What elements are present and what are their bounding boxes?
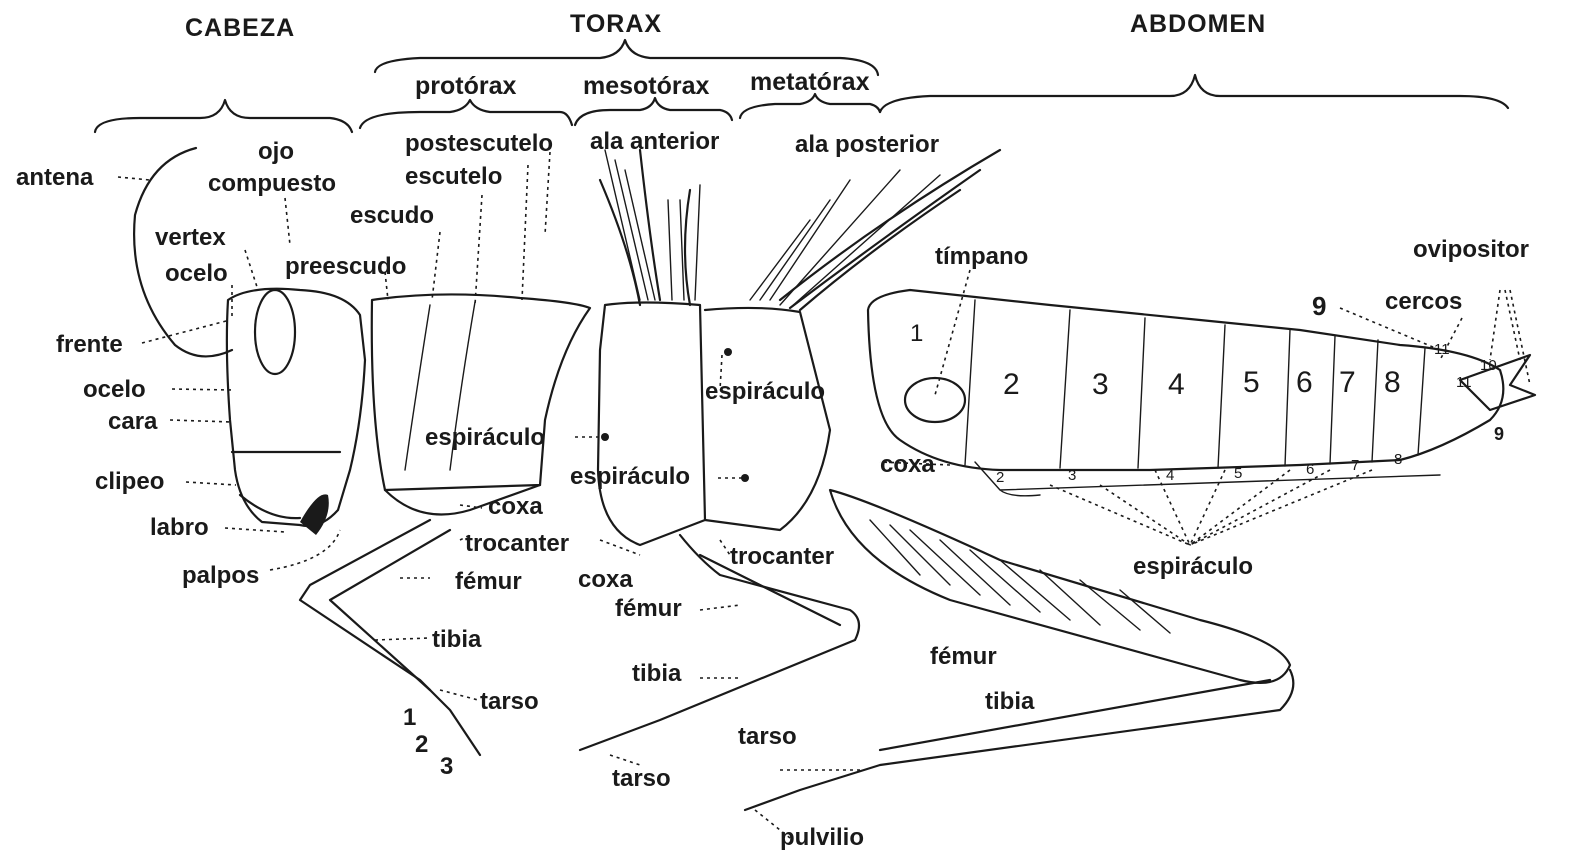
compound-eye: [255, 290, 295, 374]
tergite-number-11-upper: 11: [1434, 342, 1450, 357]
label-cercos: cercos: [1385, 290, 1462, 314]
label-clipeo: clipeo: [95, 470, 164, 494]
label-espiraculo-4: espiráculo: [1133, 555, 1253, 579]
label-ocelo-side: ocelo: [83, 378, 146, 402]
sternite-number-6: 6: [1306, 462, 1314, 477]
tergite-number-1: 1: [910, 322, 923, 346]
hindleg-femur: [830, 490, 1290, 683]
label-ocelo-top: ocelo: [165, 262, 228, 286]
label-escutelo: escutelo: [405, 165, 502, 189]
label-trocanter-2: trocanter: [730, 545, 834, 569]
label-pulvilio: pulvilio: [780, 826, 864, 850]
label-frente: frente: [56, 333, 123, 357]
label-vertex: vertex: [155, 226, 226, 250]
section-label-thorax: TORAX: [570, 12, 662, 37]
label-espiraculo-3: espiráculo: [705, 380, 825, 404]
abdomen: [868, 290, 1535, 496]
label-femur-3: fémur: [930, 645, 997, 669]
tergite-number-6: 6: [1296, 368, 1313, 398]
section-label-mesothorax: mesotórax: [583, 74, 709, 99]
tergite-number-8: 8: [1384, 368, 1401, 398]
section-label-prothorax: protórax: [415, 74, 516, 99]
label-antena: antena: [16, 166, 93, 190]
brace-mesothorax: [575, 98, 732, 125]
label-femur-2: fémur: [615, 597, 682, 621]
sternite-number-8: 8: [1394, 452, 1402, 467]
mandible: [300, 494, 329, 535]
tarsal-number-1: 1: [403, 706, 416, 730]
pronotum: [372, 294, 590, 490]
label-femur-1: fémur: [455, 570, 522, 594]
sternite-number-7: 7: [1351, 458, 1359, 473]
brace-prothorax: [360, 100, 572, 128]
metathorax: [705, 308, 830, 530]
tergite-number-2: 2: [1003, 370, 1020, 400]
tergite-number-4: 4: [1168, 370, 1185, 400]
head: [134, 148, 365, 535]
hindwing: [780, 150, 1000, 310]
label-tibia-3: tibia: [985, 690, 1034, 714]
label-palpos: palpos: [182, 564, 259, 588]
label-coxa-3: coxa: [880, 453, 935, 477]
head-capsule: [227, 289, 365, 526]
label-timpano: tímpano: [935, 245, 1028, 269]
sternite-number-5: 5: [1234, 466, 1242, 481]
label-ala-anterior: ala anterior: [590, 130, 719, 154]
label-espiraculo-1: espiráculo: [425, 426, 545, 450]
label-tibia-1: tibia: [432, 628, 481, 652]
spiracles: [601, 348, 749, 482]
label-tarso-1: tarso: [480, 690, 539, 714]
tergite-number-5: 5: [1243, 368, 1260, 398]
label-preescudo: preescudo: [285, 255, 406, 279]
sternite-number-9: 9: [1494, 425, 1504, 443]
label-compuesto: compuesto: [208, 172, 336, 196]
label-coxa-1: coxa: [488, 495, 543, 519]
label-tarso-3: tarso: [738, 725, 797, 749]
abdomen-outline: [868, 290, 1503, 470]
sternite-number-4: 4: [1166, 468, 1174, 483]
tergite-number-7: 7: [1339, 368, 1356, 398]
mesothorax: [598, 303, 705, 546]
sternite-number-3: 3: [1068, 468, 1076, 483]
label-coxa-2: coxa: [578, 568, 633, 592]
tarsal-number-3: 3: [440, 755, 453, 779]
label-cara: cara: [108, 410, 157, 434]
tergite-number-11-lower: 11: [1456, 375, 1472, 390]
label-tibia-2: tibia: [632, 662, 681, 686]
tergite-number-3: 3: [1092, 370, 1109, 400]
tarsal-number-2: 2: [415, 733, 428, 757]
label-ojo: ojo: [258, 140, 294, 164]
label-tarso-2: tarso: [612, 767, 671, 791]
label-escudo: escudo: [350, 204, 434, 228]
section-label-head: CABEZA: [185, 16, 295, 41]
label-labro: labro: [150, 516, 209, 540]
section-label-abdomen: ABDOMEN: [1130, 12, 1266, 37]
sternite-number-2: 2: [996, 470, 1004, 485]
brace-head: [95, 100, 352, 132]
section-label-metathorax: metatórax: [750, 70, 870, 95]
label-postescutelo: postescutelo: [405, 132, 553, 156]
forewing: [600, 150, 690, 305]
brace-metathorax: [740, 94, 880, 118]
label-ala-posterior: ala posterior: [795, 133, 939, 157]
brace-abdomen: [880, 75, 1508, 112]
label-ovipositor: ovipositor: [1413, 238, 1529, 262]
tympanum: [905, 378, 965, 422]
label-trocanter-1: trocanter: [465, 532, 569, 556]
label-espiraculo-2: espiráculo: [570, 465, 690, 489]
tergite-number-10: 10: [1480, 358, 1497, 373]
tergite-number-9: 9: [1312, 293, 1326, 319]
